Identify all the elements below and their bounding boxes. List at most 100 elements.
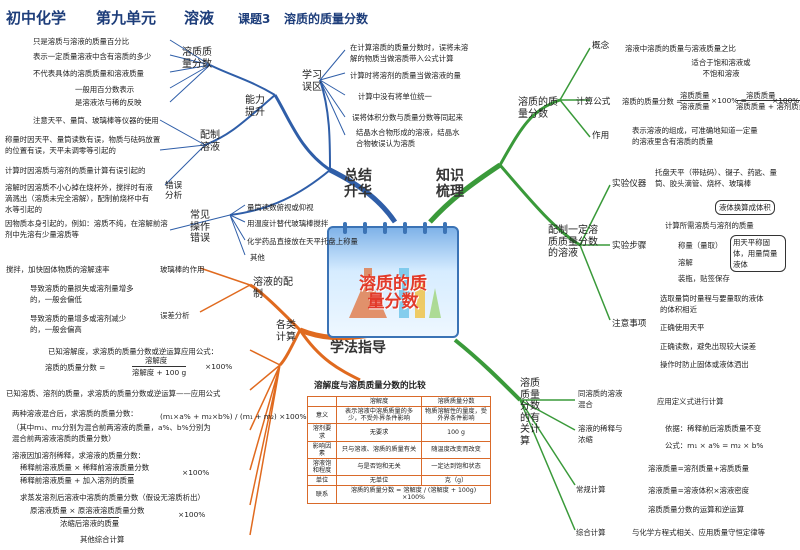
calc-c3: 两种溶液混合后，求溶质的质量分数：	[12, 409, 138, 418]
calc-c3-note: （其中m₁、m₂分别为混合前两溶液的质量，a%、b%分别为混合前两溶液溶质的质量…	[12, 423, 211, 443]
step-0: 计算所需溶质与溶剂的质量	[665, 221, 754, 230]
table-title: 溶解度与溶质质量分数的比较	[314, 381, 426, 391]
table-cell: 100 g	[421, 423, 491, 442]
meaning-item-2: 不代表具体的溶质质量和溶液质量	[33, 69, 144, 78]
calc-c5-den: 浓缩后溶液的质量	[60, 517, 120, 528]
prep-label: 配制溶液	[200, 130, 220, 153]
tools-label: 实验仪器	[612, 179, 647, 189]
meaning-label: 溶质质量分数	[182, 47, 212, 70]
table-cell: 表示溶液中溶质质量的多少，不受外界条件影响	[335, 406, 423, 425]
formula-1-den: 溶液质量	[680, 100, 710, 111]
ability-label: 能力提升	[245, 95, 265, 118]
concept-text: 溶液中溶质的质量与溶液质量之比	[625, 44, 736, 53]
header-lesson-name: 溶质的质量分数	[284, 12, 369, 26]
step-2: 溶解	[678, 258, 693, 267]
table-cell: 一定达到饱和状态	[421, 457, 491, 477]
table-cell: 无单位	[335, 475, 423, 487]
meaning-item-4: 是溶液浓与稀的反映	[75, 98, 142, 107]
calc-c1-tail: ×100%	[205, 362, 233, 371]
note-1: 正确使用天平	[660, 323, 705, 332]
liquid-note: 液体换算成体积	[715, 200, 775, 215]
method-error-0: 导致溶质的量损失或溶剂量增多的，一般会偏低	[30, 284, 134, 304]
concept-label: 概念	[592, 41, 610, 51]
center-image: 溶质的质量分数	[327, 222, 459, 338]
method-prep-label: 溶液的配制	[253, 277, 293, 300]
table-cell: 无要求	[335, 423, 423, 442]
misunderstand-item-3: 误将体积分数与质量分数等同起来	[352, 113, 463, 122]
mistake-item-1: 用温度计替代玻璃棒搅拌	[247, 219, 329, 228]
calc-c1-den: 溶解度 + 100 g	[132, 366, 187, 377]
table-row: 溶剂要求 无要求 100 g	[307, 423, 491, 442]
prep-error-0: 计算时因溶质与溶剂的质量计算有误引起的	[5, 166, 146, 175]
calc-c5: 求蒸发溶剂后溶液中溶质的质量分数（假设无溶质析出）	[20, 493, 205, 502]
meaning-item-1: 表示一定质量溶液中含有溶质的多少	[33, 52, 152, 61]
header-course: 初中化学	[6, 9, 67, 27]
step-1: 称量（量取）	[678, 241, 723, 250]
binder-rings	[333, 222, 453, 234]
formula-1-tail: ×100% =	[711, 96, 747, 105]
combo-label: 综合计算	[576, 528, 606, 537]
fraction-label: 溶质的质量分数	[518, 97, 558, 120]
table-cell: 联系	[307, 485, 337, 504]
header-unit: 第九单元	[96, 9, 157, 27]
table-cell: 只与溶液、溶质的质量有关	[335, 440, 423, 459]
center-title: 溶质的质量分数	[359, 274, 427, 312]
branch-summary-label: 总结升华	[344, 168, 372, 201]
combo-text: 与化学方程式相关、应用质量守恒定律等	[632, 528, 766, 537]
meaning-item-0: 只是溶质与溶液的质量百分比	[33, 37, 130, 46]
note-0: 选取量筒时量程与要量取的液体的体积相近	[660, 294, 764, 314]
normal-1: 溶液质量=溶液体积×溶液密度	[648, 486, 750, 495]
formula-2-den: 溶质质量 + 溶剂质量	[736, 100, 800, 112]
table-header-cell: 溶解度	[335, 395, 423, 408]
use-label: 作用	[592, 131, 610, 141]
formula-note: 适合于饱和溶液或不饱和溶液	[691, 58, 751, 78]
misunderstand-item-4: 结晶水合物形成的溶液，结晶水合物被误认为溶质	[356, 128, 460, 148]
dilute-label: 溶液的稀释与浓缩	[578, 424, 623, 444]
table-cell: 影响因素	[307, 440, 337, 459]
method-calc-label: 各类计算	[276, 320, 296, 343]
table-cell: 溶液饱和程度	[307, 457, 337, 477]
table-row: 单位 无单位 克（g）	[307, 475, 491, 487]
normal-2: 溶质质量分数的运算和逆运算	[648, 505, 745, 514]
branch-knowledge-label: 知识梳理	[436, 168, 464, 201]
mistake-item-2: 化学药品直接放在天平托盘上称量	[247, 237, 358, 246]
misunderstand-label: 学习误区	[302, 70, 322, 93]
glass-rod-use: 搅拌，加快固体物质的溶解速率	[6, 265, 110, 274]
misunderstand-item-2: 计算中没有将单位统一	[358, 92, 432, 101]
tools-text: 托盘天平（带砝码）、镊子、药匙、量筒、胶头滴管、烧杯、玻璃棒	[655, 168, 777, 188]
prep-item-0: 注意天平、量筒、玻璃棒等仪器的使用	[33, 116, 159, 125]
calc-c4: 溶液因加溶剂稀释，求溶液的质量分数：	[12, 451, 146, 460]
normal-label: 常规计算	[576, 485, 606, 494]
calc-c2: 已知溶质、溶剂的质量，求溶质的质量分数或逆运算——应用公式	[6, 389, 221, 398]
note-3: 操作时防止固体或液体洒出	[660, 360, 749, 369]
calc-c4-tail: ×100%	[182, 468, 210, 477]
common-label: 常见操作错误	[190, 210, 210, 244]
calc-c5-tail: ×100%	[178, 510, 206, 519]
dilute-formula: 公式：m₁ × a% = m₂ × b%	[665, 441, 764, 450]
table-cell: 单位	[307, 475, 337, 487]
table-header-cell: 溶质质量分数	[421, 395, 491, 408]
mistake-item-3: 其他	[250, 253, 265, 262]
formula-label: 计算公式	[576, 97, 611, 107]
misunderstand-item-0: 在计算溶质的质量分数时，误将未溶解的物质当做溶质带入公式计算	[350, 43, 469, 63]
branch-method-label: 学法指导	[330, 340, 386, 356]
table-cell: 溶剂要求	[307, 423, 337, 442]
prepare-label: 配制一定溶质质量分数的溶液	[548, 225, 598, 259]
calc-label: 溶质质量分数的有关计算	[520, 378, 540, 447]
misunderstand-item-1: 计算时将溶剂的质量当做溶液的量	[350, 71, 461, 80]
meaning-item-3: 一般用百分数表示	[75, 85, 135, 94]
table-cell: 溶质的质量分数 = 溶解度 / (溶解度 + 100g) ×100%	[336, 485, 491, 504]
calc-c4-den: 稀释前溶液质量 + 加入溶剂的质量	[20, 474, 135, 485]
error-analysis-label: 错误分析	[165, 181, 183, 201]
calc-c1-lhs: 溶质的质量分数 =	[45, 363, 106, 372]
note-2: 正确读数，避免出现较大误差	[660, 342, 757, 351]
comparison-table: 溶解度 溶质质量分数 意义 表示溶液中溶质质量的多少，不受外界条件影响 物质溶解…	[307, 395, 491, 504]
table-row: 意义 表示溶液中溶质质量的多少，不受外界条件影响 物质溶解性的量度，受外界条件影…	[307, 406, 491, 425]
glass-rod-label: 玻璃棒的作用	[160, 265, 205, 274]
table-row: 联系 溶质的质量分数 = 溶解度 / (溶解度 + 100g) ×100%	[307, 485, 491, 504]
steps-label: 实验步骤	[612, 241, 647, 251]
calc-c3-formula: (m₁×a% + m₂×b%) / (m₁ + m₂) ×100%	[160, 412, 307, 421]
common-item-0: 因物质本身引起的，例如：溶质不纯，在溶解前溶剂中先溶有少量溶质等	[5, 219, 168, 239]
table-row: 影响因素 只与溶液、溶质的质量有关 随温度改变而改变	[307, 440, 491, 459]
